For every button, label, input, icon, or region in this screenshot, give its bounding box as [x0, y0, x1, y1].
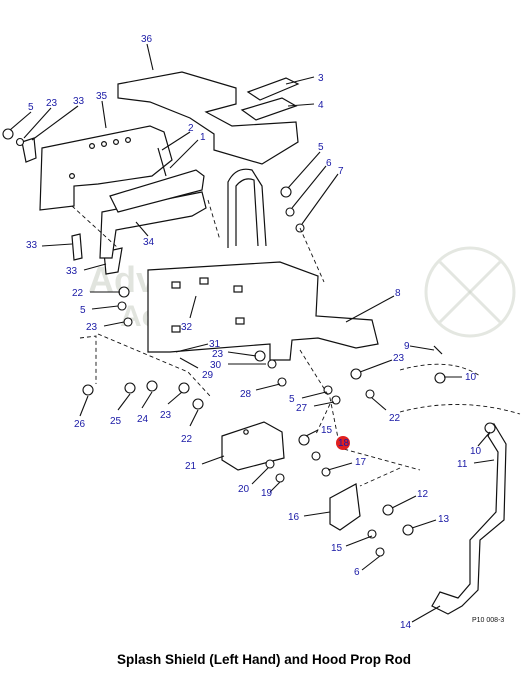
callout-5-d: 5 — [289, 394, 295, 405]
drawing-code: P10 008-3 — [472, 617, 505, 624]
callout-23-b: 23 — [86, 322, 98, 333]
callout-8: 8 — [395, 288, 401, 299]
callout-33-c: 33 — [66, 266, 78, 277]
callout-22-c: 22 — [389, 413, 401, 424]
part-36-bracket — [117, 71, 299, 165]
callout-2: 2 — [188, 123, 194, 134]
part-16-clamp — [329, 483, 361, 531]
callout-33-a: 33 — [73, 96, 85, 107]
callout-18: 18 — [338, 438, 350, 449]
callout-10-b: 10 — [470, 446, 482, 457]
part-8-frame — [147, 261, 379, 361]
callout-23-e: 23 — [160, 410, 172, 421]
callout-25: 25 — [110, 416, 122, 427]
callout-17: 17 — [355, 457, 367, 468]
callout-23-c: 23 — [212, 349, 224, 360]
callout-23-a: 23 — [46, 98, 58, 109]
callout-33-b: 33 — [26, 240, 38, 251]
callout-5-b: 5 — [318, 142, 324, 153]
callout-26: 26 — [74, 419, 86, 430]
callout-35: 35 — [96, 91, 108, 102]
callout-6-a: 6 — [326, 158, 332, 169]
part-33-plate-b — [71, 233, 83, 261]
callout-19: 19 — [261, 488, 273, 499]
part-2-bolt — [157, 147, 167, 177]
part-21-cover-plate — [221, 421, 285, 471]
highlight-marker — [336, 436, 350, 450]
callout-5-a: 5 — [28, 102, 34, 113]
callout-27: 27 — [296, 403, 308, 414]
callout-group: 36 3 4 35 5 23 33 2 1 5 6 7 34 33 33 22 … — [9, 34, 495, 631]
callout-10-a: 10 — [465, 372, 477, 383]
callout-16: 16 — [288, 512, 300, 523]
callout-15-b: 15 — [331, 543, 343, 554]
callout-29: 29 — [202, 370, 214, 381]
callout-32: 32 — [181, 322, 193, 333]
part-33-plate-a — [21, 137, 37, 163]
callout-31: 31 — [209, 339, 221, 350]
callout-11: 11 — [457, 459, 468, 470]
callout-22-a: 22 — [72, 288, 84, 299]
callout-1: 1 — [200, 132, 206, 143]
part-3-slot-pad — [246, 77, 300, 101]
callout-30: 30 — [210, 360, 222, 371]
callout-34: 34 — [143, 237, 155, 248]
diagram-caption: Splash Shield (Left Hand) and Hood Prop … — [117, 652, 411, 667]
callout-20: 20 — [238, 484, 250, 495]
callout-13: 13 — [438, 514, 450, 525]
callout-28: 28 — [240, 389, 252, 400]
callout-22-b: 22 — [181, 434, 193, 445]
callout-15-a: 15 — [321, 425, 333, 436]
part-11-14-hood-prop-rod — [431, 422, 507, 615]
callout-24: 24 — [137, 414, 149, 425]
callout-36: 36 — [141, 34, 153, 45]
callout-4: 4 — [318, 100, 324, 111]
callout-12: 12 — [417, 489, 429, 500]
callout-7: 7 — [338, 166, 344, 177]
callout-6-b: 6 — [354, 567, 360, 578]
hoop-frame-inner — [235, 178, 259, 247]
callout-9: 9 — [404, 341, 410, 352]
callout-5-c: 5 — [80, 305, 86, 316]
callout-21: 21 — [185, 461, 197, 472]
part-1-bar — [109, 169, 205, 213]
part-4-slot-pad — [240, 97, 298, 121]
callout-14: 14 — [400, 620, 412, 631]
callout-23-d: 23 — [393, 353, 405, 364]
callout-3: 3 — [318, 73, 324, 84]
part-35-splash-plate — [39, 125, 173, 211]
